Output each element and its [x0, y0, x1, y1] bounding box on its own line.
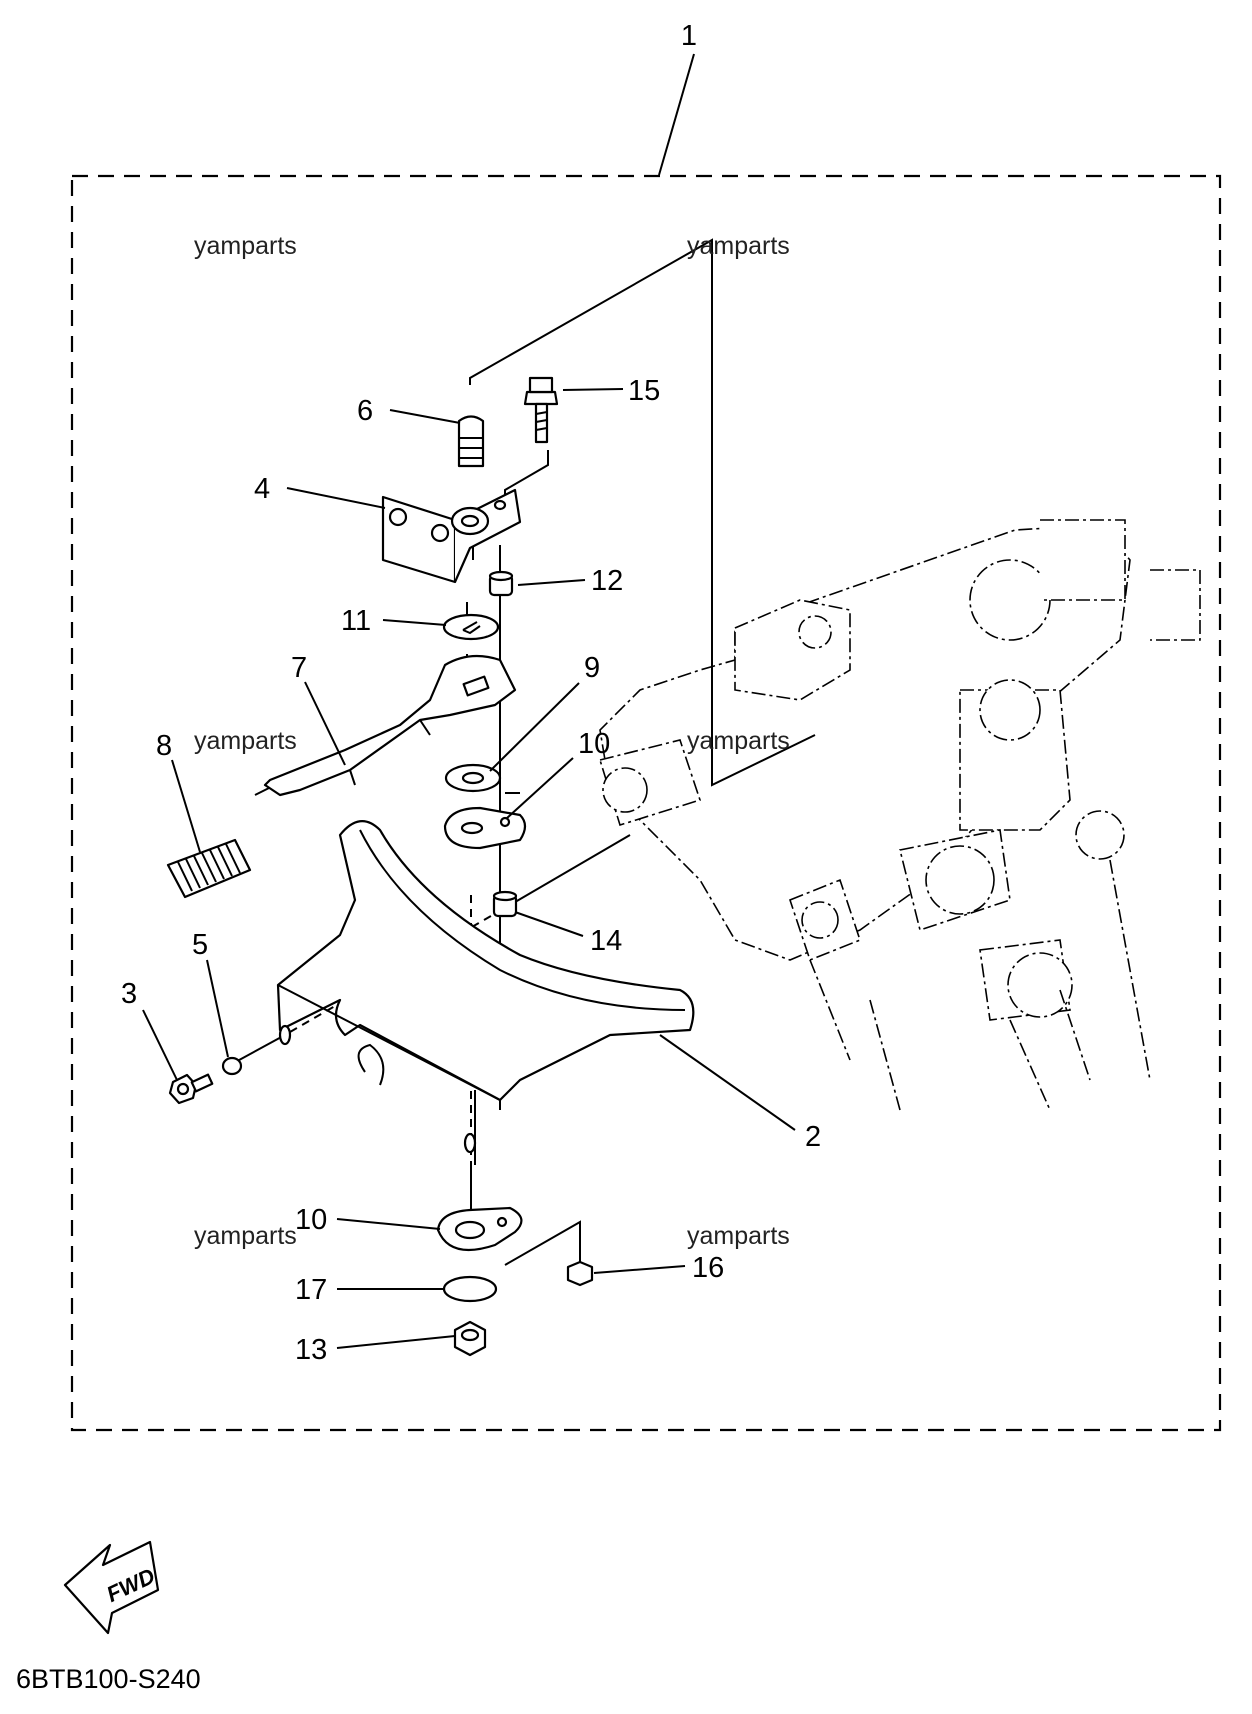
- callout-7: 7: [291, 652, 307, 684]
- watermark: yamparts: [194, 727, 297, 755]
- callout-12: 12: [591, 565, 623, 597]
- callout-2: 2: [805, 1121, 821, 1153]
- part-washer-17: [442, 1275, 498, 1303]
- leader-lines: [142, 388, 796, 1349]
- watermark: yamparts: [194, 1222, 297, 1250]
- callout-3: 3: [121, 978, 137, 1010]
- watermark: yamparts: [687, 727, 790, 755]
- diagram-code: 6BTB100-S240: [16, 1664, 201, 1694]
- callout-14: 14: [590, 925, 622, 957]
- part-friction-plate-main: [276, 820, 695, 1154]
- part-friction-plate-lower: [436, 1206, 523, 1252]
- watermarks: yamparts yamparts yamparts yamparts yamp…: [194, 232, 790, 1250]
- leader-1: [658, 53, 695, 176]
- callout-15: 15: [628, 375, 660, 407]
- part-bolt-upper: [523, 376, 559, 444]
- part-lever: [263, 654, 517, 797]
- callout-8: 8: [156, 730, 172, 762]
- part-collar-upper: [488, 570, 514, 597]
- part-pin: [457, 415, 485, 468]
- watermark: yamparts: [687, 232, 790, 260]
- part-nut-side: [566, 1260, 594, 1287]
- part-nut-lower: [453, 1320, 487, 1357]
- callout-10-lower: 10: [295, 1204, 327, 1236]
- assembly-frame: [70, 174, 1222, 1432]
- part-washer-9: [444, 763, 502, 793]
- engine-bracket-phantom: [598, 519, 1201, 1111]
- callout-4: 4: [254, 473, 270, 505]
- callouts: 1 2 3 4 5 6 7 8 9 10 10 11 12 13 14 15 1…: [121, 20, 821, 1366]
- callout-9: 9: [584, 652, 600, 684]
- callout-1: 1: [681, 20, 697, 52]
- callout-16: 16: [692, 1252, 724, 1284]
- part-grip: [166, 838, 252, 899]
- callout-5: 5: [192, 929, 208, 961]
- part-bolt-lower: [168, 1073, 214, 1105]
- part-plate-washer: [442, 613, 500, 641]
- callout-6: 6: [357, 395, 373, 427]
- part-spring-washer: [221, 1056, 243, 1076]
- part-friction-plate-upper: [443, 806, 527, 850]
- callout-10-upper: 10: [578, 728, 610, 760]
- callout-17: 17: [295, 1274, 327, 1306]
- callout-13: 13: [295, 1334, 327, 1366]
- part-collar-lower: [492, 890, 518, 918]
- callout-11: 11: [341, 605, 371, 637]
- watermark: yamparts: [687, 1222, 790, 1250]
- fwd-arrow-icon: FWD: [63, 1540, 160, 1635]
- part-bracket: [381, 488, 522, 584]
- watermark: yamparts: [194, 232, 297, 260]
